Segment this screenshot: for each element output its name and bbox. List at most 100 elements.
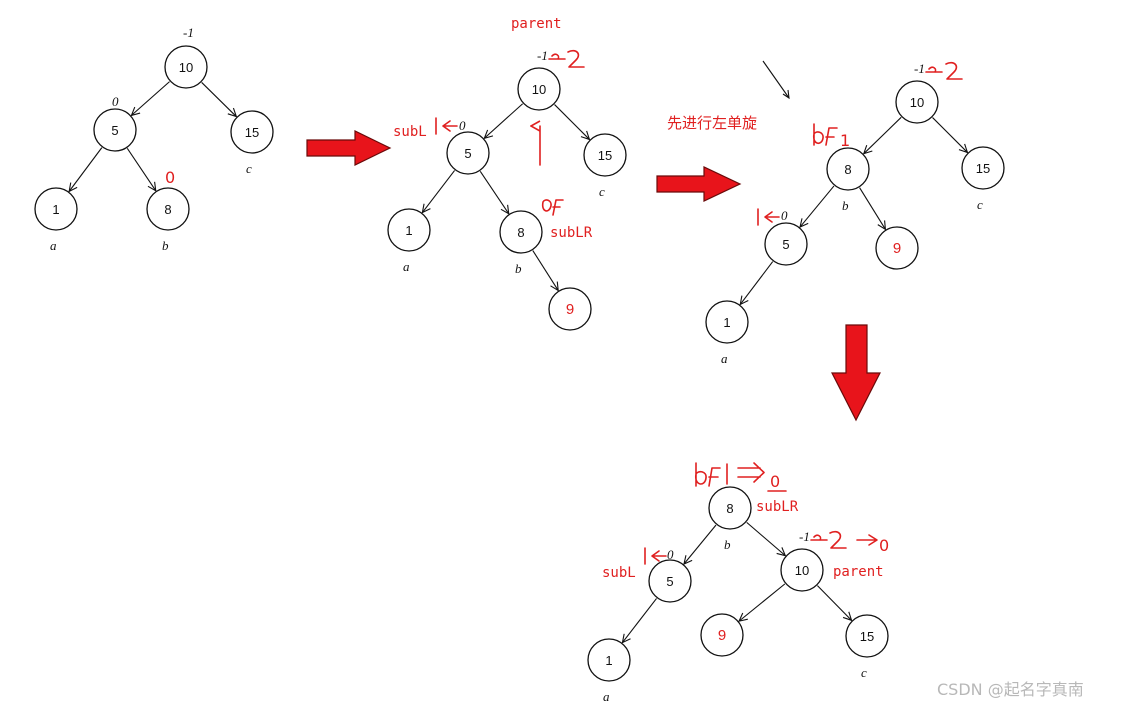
tree2-node-label-10: 10 bbox=[532, 82, 546, 97]
tree3-subtree-label-a: a bbox=[721, 351, 728, 366]
tree1-edge-5-8 bbox=[126, 147, 155, 190]
tree4-node-1: 1a bbox=[587, 638, 631, 704]
tree4-bf-8-prefix bbox=[695, 462, 721, 487]
tree3-pointer-head bbox=[782, 89, 790, 100]
tree3-bf-arrow bbox=[925, 66, 943, 73]
tree4-node-label-9: 9 bbox=[718, 627, 726, 644]
tree4-subtree-label-a: a bbox=[603, 689, 610, 704]
tree4-node-circle-8 bbox=[708, 486, 752, 530]
tree3-node-9: 9 bbox=[875, 226, 919, 270]
tree2-node-15: 15 c bbox=[583, 133, 627, 199]
tree1-subtree-label-c: c bbox=[246, 161, 252, 176]
tree1-node-label-1: 1 bbox=[52, 202, 59, 217]
tree3-node-label-1: 1 bbox=[723, 315, 730, 330]
tree4-edge-5-1 bbox=[622, 598, 657, 642]
tree2-node-label-8: 8 bbox=[517, 225, 524, 240]
tree3-node-circle-8 bbox=[826, 147, 870, 191]
tree3-bf-two bbox=[945, 61, 963, 80]
tree1-bf-root: -1 bbox=[183, 25, 194, 40]
tree4-node-label-10: 10 bbox=[795, 563, 809, 578]
tree2-subtree-label-b: b bbox=[515, 261, 522, 276]
tree4-node-5: 5 bbox=[648, 559, 692, 603]
tree2-subL-bf: 0 bbox=[459, 118, 466, 133]
tree2-node-label-15: 15 bbox=[598, 148, 612, 163]
tree4-node-label-8: 8 bbox=[726, 501, 733, 516]
tree1-node-label-5: 5 bbox=[111, 123, 118, 138]
tree2-subLR-label: subLR bbox=[550, 225, 593, 241]
tree4-node-circle-1 bbox=[587, 638, 631, 682]
tree2-bf-two bbox=[567, 49, 585, 68]
transition-arrow-3 bbox=[831, 324, 881, 422]
tree3-node-label-5: 5 bbox=[782, 237, 789, 252]
tree3-node-label-15: 15 bbox=[976, 161, 990, 176]
tree4-bf-10-new: 0 bbox=[879, 536, 889, 555]
tree3-pointer-stroke bbox=[762, 60, 790, 99]
tree4-subL-label: subL bbox=[602, 565, 636, 581]
tree2-edge-10-15 bbox=[554, 104, 590, 140]
tree1-edge-10-15 bbox=[201, 82, 237, 116]
tree3-step-label: 先进行左单旋 bbox=[667, 114, 757, 132]
tree2-node-label-1: 1 bbox=[405, 223, 412, 238]
tree3-node-15: 15c bbox=[961, 146, 1005, 212]
tree1-node-label-10: 10 bbox=[179, 60, 193, 75]
tree4-subL-bf-arrow bbox=[651, 550, 667, 562]
tree3-node-5: 5 bbox=[764, 222, 808, 266]
tree4-bf-10: -1 bbox=[799, 529, 810, 544]
tree1-node-label-15: 15 bbox=[245, 125, 259, 140]
tree1-node-1: 1a bbox=[34, 187, 78, 253]
tree1-node-8: 8b bbox=[146, 187, 190, 253]
tree2-edge-5-8 bbox=[479, 170, 508, 213]
tree4-edge-10-9 bbox=[739, 583, 786, 621]
tree4-node-label-1: 1 bbox=[605, 653, 612, 668]
tree2-node-1: 1a bbox=[387, 208, 431, 274]
tree3-node-1: 1a bbox=[705, 300, 749, 366]
tree4-edge-8-10 bbox=[746, 521, 786, 555]
tree2-node-9: 9 bbox=[548, 287, 592, 331]
tree2-edge-10-5 bbox=[484, 103, 524, 139]
tree1-node-15: 15 c bbox=[230, 110, 274, 176]
tree4-subL-bf: 0 bbox=[667, 547, 674, 562]
tree3-node-circle-1 bbox=[705, 300, 749, 344]
tree2-subtree-label-c: c bbox=[599, 184, 605, 199]
tree1-node-circle-10 bbox=[164, 45, 208, 89]
tree2-node-circle-15 bbox=[583, 133, 627, 177]
tree4-node-circle-9 bbox=[700, 613, 744, 657]
tree2-bf-arrow bbox=[548, 53, 566, 60]
tree3-bf-8: 1 bbox=[840, 131, 850, 150]
transition-arrow-1 bbox=[306, 130, 392, 166]
tree1-edge-5-1 bbox=[69, 147, 103, 192]
tree4-node-10: 10 bbox=[780, 548, 824, 592]
watermark: CSDN @起名字真南 bbox=[937, 680, 1084, 699]
tree4-subtree-label-c: c bbox=[861, 665, 867, 680]
tree4-node-label-5: 5 bbox=[666, 574, 673, 589]
tree4-subtree-label-b: b bbox=[724, 537, 731, 552]
tree1-node-10: 10 bbox=[164, 45, 208, 89]
tree1-subtree-label-a: a bbox=[50, 238, 57, 253]
tree4-bf-10-arrow2 bbox=[856, 534, 878, 546]
tree1-bf-red: 0 bbox=[165, 168, 175, 187]
tree1-node-circle-15 bbox=[230, 110, 274, 154]
tree2-node-label-9: 9 bbox=[566, 301, 574, 318]
tree2-subtree-label-a: a bbox=[403, 259, 410, 274]
tree2-subLR-bf bbox=[541, 199, 564, 216]
tree2-parent-label: parent bbox=[511, 16, 562, 32]
tree4-edge-10-15 bbox=[817, 585, 851, 621]
tree3-edge-8-5 bbox=[800, 185, 835, 227]
tree2-node-circle-5 bbox=[446, 131, 490, 175]
tree3-bf-root: -1 bbox=[914, 61, 925, 76]
tree2-edge-8-9 bbox=[532, 250, 558, 291]
tree3-node-circle-15 bbox=[961, 146, 1005, 190]
tree4-bf-10-arrow1 bbox=[810, 534, 828, 541]
tree2-node-circle-1 bbox=[387, 208, 431, 252]
tree3-subtree-label-b: b bbox=[842, 198, 849, 213]
tree2-node-circle-9 bbox=[548, 287, 592, 331]
tree2-node-circle-8 bbox=[499, 210, 543, 254]
tree1-node-5: 5 bbox=[93, 108, 137, 152]
tree2-node-circle-10 bbox=[517, 67, 561, 111]
tree1-bf-5: 0 bbox=[112, 94, 119, 109]
tree4-parent-label: parent bbox=[833, 564, 884, 580]
tree3-node-label-10: 10 bbox=[910, 95, 924, 110]
tree1-node-circle-8 bbox=[146, 187, 190, 231]
tree4-node-15: 15c bbox=[845, 614, 889, 680]
tree2-node-10: 10 bbox=[517, 67, 561, 111]
